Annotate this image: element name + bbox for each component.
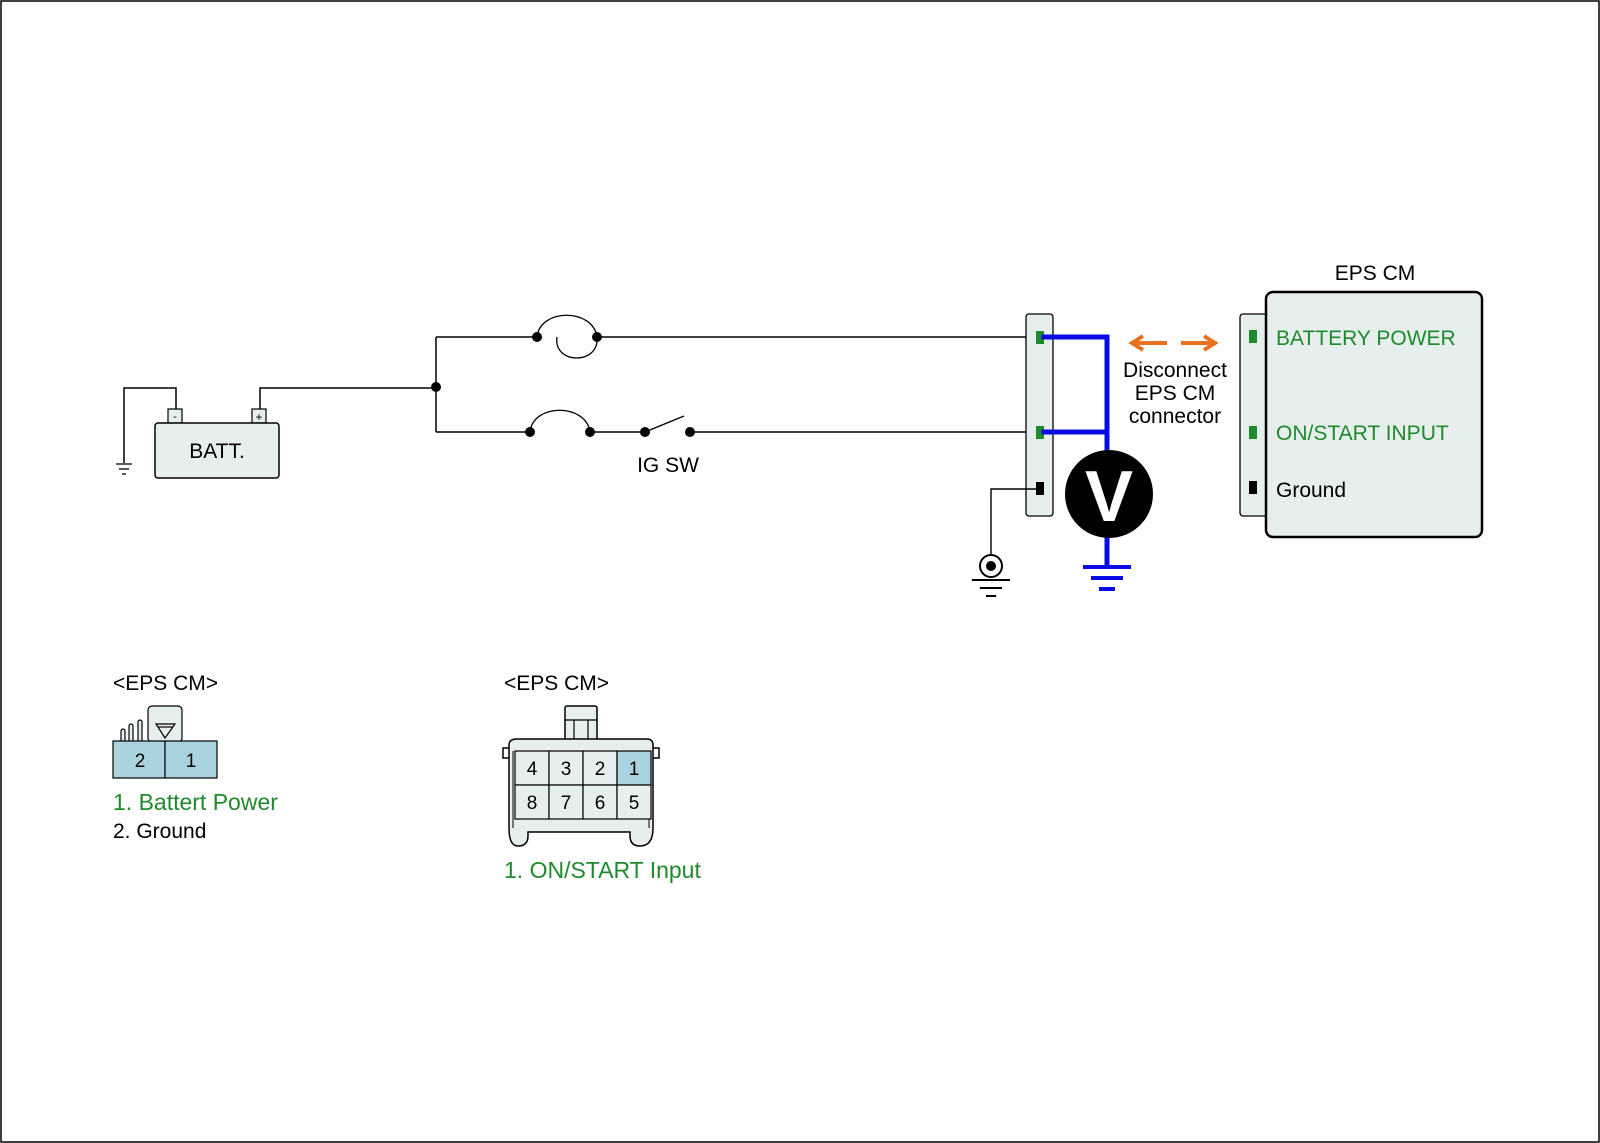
junction-dots (431, 332, 695, 437)
connector-a-legend-1: 1. Battert Power (113, 789, 278, 815)
connector-a-pin-1 (164, 740, 218, 779)
connector-a-title: <EPS CM> (113, 672, 218, 695)
voltmeter: V (1065, 450, 1153, 538)
voltmeter-probe-wires (1041, 334, 1110, 569)
chassis-ground-icon (972, 554, 1010, 597)
connector-b-pin-8: 8 (527, 793, 538, 814)
battery: - + BATT. (116, 387, 436, 479)
connector-a-legend-2: 2. Ground (113, 820, 206, 843)
harness-pin-ground (1036, 482, 1044, 495)
disconnect-instruction-line3: connector (1129, 405, 1221, 428)
lower-fuse-icon (529, 409, 591, 433)
wiring (435, 314, 1037, 433)
connector-b-pin-7: 7 (561, 793, 572, 814)
connector-b-pin-3: 3 (561, 759, 572, 780)
connector-a: <EPS CM> 2 1 1. Battert Power 2. Ground (112, 672, 278, 843)
module-body (1264, 290, 1484, 539)
voltmeter-symbol: V (1085, 457, 1133, 537)
connector-b-pin-2: 2 (595, 759, 606, 780)
connector-b-pin-6: 6 (595, 793, 606, 814)
battery-label: BATT. (189, 440, 245, 463)
battery-ground-wire (123, 387, 177, 463)
battery-body (154, 422, 280, 479)
ignition-switch-label: IG SW (637, 454, 699, 477)
connector-b-pin-4: 4 (527, 759, 538, 780)
connector-b: <EPS CM> 4 3 2 1 8 7 6 5 (502, 672, 701, 883)
voltmeter-body (1065, 450, 1153, 538)
harness-ground-wire (990, 488, 1036, 554)
eps-control-module: EPS CM BATTERY POWER ON/START INPUT Grou… (1239, 262, 1484, 539)
module-pin-battery-power (1249, 330, 1257, 343)
module-pin-on-start (1249, 426, 1257, 439)
module-title: EPS CM (1335, 262, 1416, 285)
battery-ground-icon (116, 463, 132, 475)
connector-a-pin-2 (112, 740, 166, 779)
ignition-switch-blade (644, 415, 685, 433)
connector-a-pin-2-label: 2 (135, 751, 146, 772)
harness-pin-battery-power (1036, 331, 1044, 344)
connector-b-pin-1: 1 (629, 759, 640, 780)
connector-a-latch-icon (120, 705, 183, 744)
voltmeter-ground-icon (1083, 565, 1131, 591)
connector-b-legend-1: 1. ON/START Input (504, 857, 701, 883)
harness-connector (972, 313, 1054, 597)
harness-connector-body (1025, 313, 1054, 517)
module-pin-ground (1249, 481, 1257, 494)
battery-positive-wire (259, 387, 436, 416)
connector-a-pin-1-label: 1 (186, 751, 197, 772)
connector-b-pin-5: 5 (629, 793, 640, 814)
disconnect-instruction-line2: EPS CM (1135, 382, 1216, 405)
connector-b-title: <EPS CM> (504, 672, 609, 695)
harness-pin-on-start (1036, 426, 1044, 439)
module-pin-label-on-start: ON/START INPUT (1276, 422, 1449, 445)
disconnect-instruction-line1: Disconnect (1123, 359, 1227, 382)
battery-positive-sign: + (255, 410, 262, 424)
module-pin-label-ground: Ground (1276, 479, 1346, 502)
battery-negative-sign: - (173, 411, 177, 423)
connector-b-pin-grid (514, 750, 652, 820)
disconnect-arrow-icon (1128, 334, 1219, 352)
module-pin-label-battery-power: BATTERY POWER (1276, 327, 1456, 350)
